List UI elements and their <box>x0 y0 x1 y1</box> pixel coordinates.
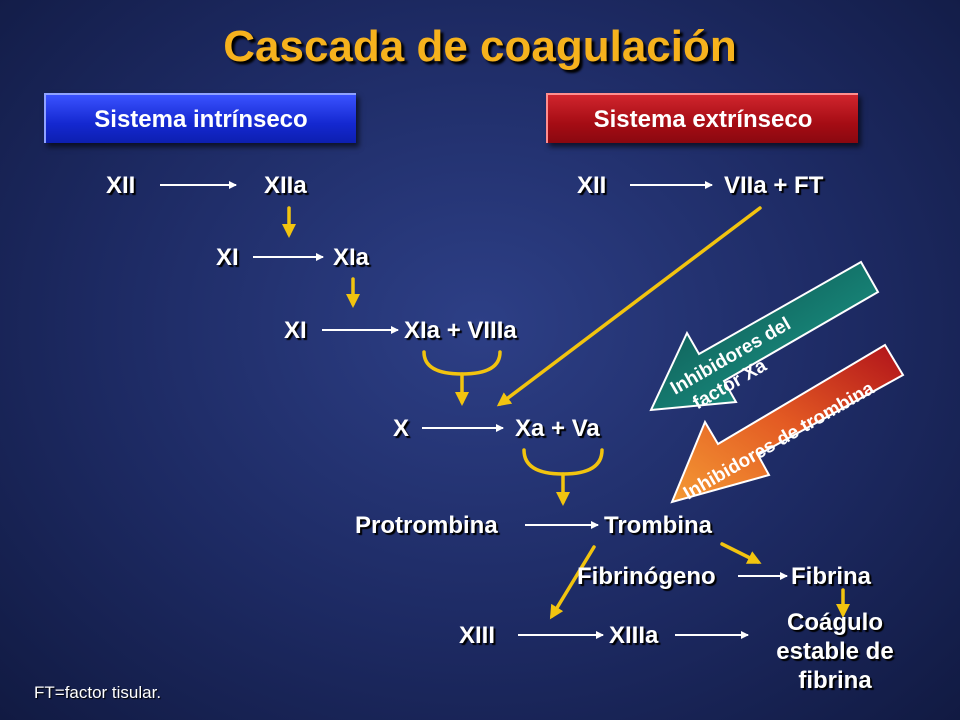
yellow-arrow-trombina-to-fibrina <box>720 542 762 564</box>
node-viia-ft: VIIa + FT <box>724 172 824 199</box>
yellow-bracket-xia-viiia <box>422 350 502 376</box>
coagulo-line-2: estable de <box>776 638 894 665</box>
node-xii-extrinsic: XII <box>577 172 607 199</box>
page-title: Cascada de coagulación <box>223 22 737 71</box>
node-xi-first: XI <box>216 244 239 271</box>
node-x: X <box>393 415 410 442</box>
xa-inhibitor-arrow <box>649 260 880 412</box>
node-xiiia: XIIIa <box>609 622 659 649</box>
yellow-bracket-xa-va <box>522 448 604 476</box>
coagulo-line-3: fibrina <box>798 667 872 694</box>
node-xa-va: Xa + Va <box>515 415 600 442</box>
coagulo-line-1: Coágulo <box>787 609 883 636</box>
yellow-arrow-trombina-to-xiii <box>549 545 596 620</box>
node-coagulo-estable: Coágulo estable de fibrina <box>745 608 925 695</box>
node-fibrinogeno: Fibrinógeno <box>577 563 716 590</box>
thrombin-inhibitor-arrow <box>670 343 905 504</box>
node-fibrina: Fibrina <box>791 563 872 590</box>
node-protrombina: Protrombina <box>355 512 498 539</box>
intrinsic-system-box: Sistema intrínseco <box>44 93 356 143</box>
node-xia-viiia: XIa + VIIIa <box>404 317 517 344</box>
extrinsic-system-box: Sistema extrínseco <box>546 93 858 143</box>
node-xii-intrinsic: XII <box>106 172 136 199</box>
node-trombina: Trombina <box>604 512 713 539</box>
yellow-arrow-viia-to-xa <box>496 206 762 407</box>
node-xiii: XIII <box>459 622 496 649</box>
node-xiia: XIIa <box>264 172 307 199</box>
node-xia: XIa <box>333 244 370 271</box>
footnote: FT=factor tisular. <box>34 683 162 702</box>
node-xi-second: XI <box>284 317 307 344</box>
